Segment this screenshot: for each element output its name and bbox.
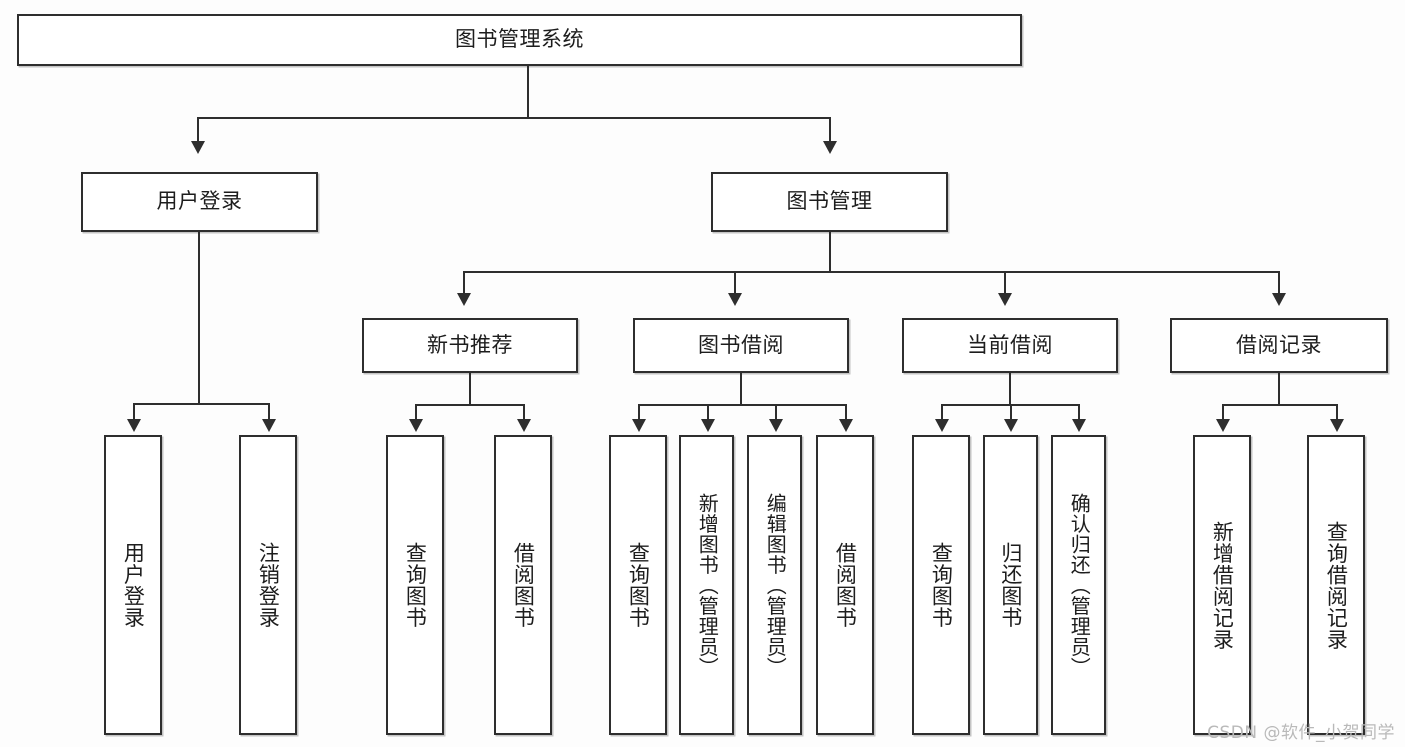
arrow-to-leaf-edit-book [769, 419, 783, 432]
node-current-borrow[interactable]: 当前借阅 [902, 318, 1118, 373]
edge-root-bus [197, 117, 830, 119]
arrow-to-leaf-query-book-c [935, 419, 949, 432]
node-label: 用户登录 [156, 189, 243, 214]
leaf-query-book-borrow[interactable]: 查询图书 [609, 435, 667, 735]
node-book-borrow[interactable]: 图书借阅 [633, 318, 849, 373]
edge-new-book-drop-2 [523, 404, 525, 421]
edge-level3-drop-2 [734, 271, 736, 295]
node-book-management[interactable]: 图书管理 [711, 172, 948, 232]
edge-current-borrow-drop-3 [1078, 404, 1080, 421]
node-user-login[interactable]: 用户登录 [81, 172, 318, 232]
leaf-borrow-book-action[interactable]: 借阅图书 [816, 435, 874, 735]
node-label: 注销登录 [256, 542, 281, 628]
node-label: 借阅图书 [833, 542, 858, 628]
node-label: 借阅图书 [511, 542, 536, 628]
edge-level3-drop-3 [1004, 271, 1006, 295]
arrow-to-leaf-query-book-b [632, 419, 646, 432]
leaf-add-borrow-record[interactable]: 新增借阅记录 [1193, 435, 1251, 735]
node-label: 新书推荐 [427, 332, 513, 357]
node-label: 查询借阅记录 [1324, 520, 1349, 650]
edge-user-login-bus [133, 403, 270, 405]
edge-level3-bus [463, 271, 1279, 273]
node-label: 当前借阅 [967, 332, 1053, 357]
arrow-to-leaf-add-book [701, 419, 715, 432]
arrow-to-new-book-recommend [457, 293, 471, 306]
edge-user-login-drop-1 [133, 403, 135, 421]
edge-root-to-user-login [197, 117, 199, 143]
edge-borrow-record-bus [1222, 404, 1338, 406]
edge-user-login-drop-2 [268, 403, 270, 421]
edge-borrow-record-drop-2 [1336, 404, 1338, 421]
edge-book-borrow-drop-4 [845, 404, 847, 421]
node-new-book-recommend[interactable]: 新书推荐 [362, 318, 578, 373]
leaf-query-borrow-record[interactable]: 查询借阅记录 [1307, 435, 1365, 735]
node-label: 图书借阅 [698, 332, 784, 357]
edge-level3-drop-1 [463, 271, 465, 295]
node-label: 新增借阅记录 [1210, 520, 1235, 650]
leaf-return-book[interactable]: 归还图书 [983, 435, 1038, 735]
edge-book-borrow-bus [638, 404, 847, 406]
leaf-query-book-current[interactable]: 查询图书 [912, 435, 970, 735]
edge-root-stem [527, 66, 529, 118]
leaf-confirm-return-admin[interactable]: 确认归还（管理员） [1051, 435, 1106, 735]
edge-new-book-bus [415, 404, 525, 406]
arrow-to-leaf-confirm-return [1072, 419, 1086, 432]
arrow-to-current-borrow [998, 293, 1012, 306]
node-label: 图书管理系统 [455, 27, 584, 52]
leaf-query-book-recommend[interactable]: 查询图书 [386, 435, 444, 735]
node-label: 查询图书 [929, 542, 954, 628]
node-root-system[interactable]: 图书管理系统 [17, 14, 1022, 66]
node-label: 查询图书 [626, 542, 651, 628]
edge-new-book-stem [469, 373, 471, 405]
arrow-to-leaf-query-book-a [409, 419, 423, 432]
node-label: 归还图书 [998, 542, 1023, 628]
arrow-to-leaf-user-login [127, 419, 141, 432]
arrow-to-leaf-logout [262, 419, 276, 432]
edge-root-to-book-mgmt [829, 117, 831, 143]
edge-book-borrow-drop-1 [638, 404, 640, 421]
edge-book-borrow-stem [740, 373, 742, 405]
edge-current-borrow-drop-1 [941, 404, 943, 421]
leaf-logout[interactable]: 注销登录 [239, 435, 297, 735]
leaf-user-login[interactable]: 用户登录 [104, 435, 162, 735]
edge-borrow-record-drop-1 [1222, 404, 1224, 421]
arrow-to-book-mgmt [823, 141, 837, 154]
arrow-to-leaf-query-record [1330, 419, 1344, 432]
edge-level3-drop-4 [1278, 271, 1280, 295]
arrow-to-book-borrow [728, 293, 742, 306]
leaf-edit-book-admin[interactable]: 编辑图书（管理员） [747, 435, 802, 735]
leaf-add-book-admin[interactable]: 新增图书（管理员） [679, 435, 734, 735]
node-label: 用户登录 [121, 542, 146, 628]
edge-book-mgmt-stem [829, 232, 831, 272]
edge-current-borrow-stem [1009, 373, 1011, 405]
node-borrow-record[interactable]: 借阅记录 [1170, 318, 1388, 373]
arrow-to-leaf-borrow-book-a [517, 419, 531, 432]
node-label: 编辑图书（管理员） [763, 492, 788, 678]
arrow-to-user-login [191, 141, 205, 154]
arrow-to-leaf-return-book [1004, 419, 1018, 432]
node-label: 新增图书（管理员） [695, 492, 720, 678]
leaf-borrow-book-recommend[interactable]: 借阅图书 [494, 435, 552, 735]
node-label: 确认归还（管理员） [1067, 492, 1092, 678]
edge-user-login-stem [198, 232, 200, 404]
node-label: 图书管理 [786, 189, 873, 214]
arrow-to-leaf-borrow-book-b [839, 419, 853, 432]
node-label: 查询图书 [403, 542, 428, 628]
edge-current-borrow-drop-2 [1010, 404, 1012, 421]
edge-borrow-record-stem [1278, 373, 1280, 405]
arrow-to-borrow-record [1272, 293, 1286, 306]
arrow-to-leaf-add-record [1216, 419, 1230, 432]
edge-new-book-drop-1 [415, 404, 417, 421]
node-label: 借阅记录 [1236, 332, 1322, 357]
edge-book-borrow-drop-3 [775, 404, 777, 421]
edge-book-borrow-drop-2 [707, 404, 709, 421]
